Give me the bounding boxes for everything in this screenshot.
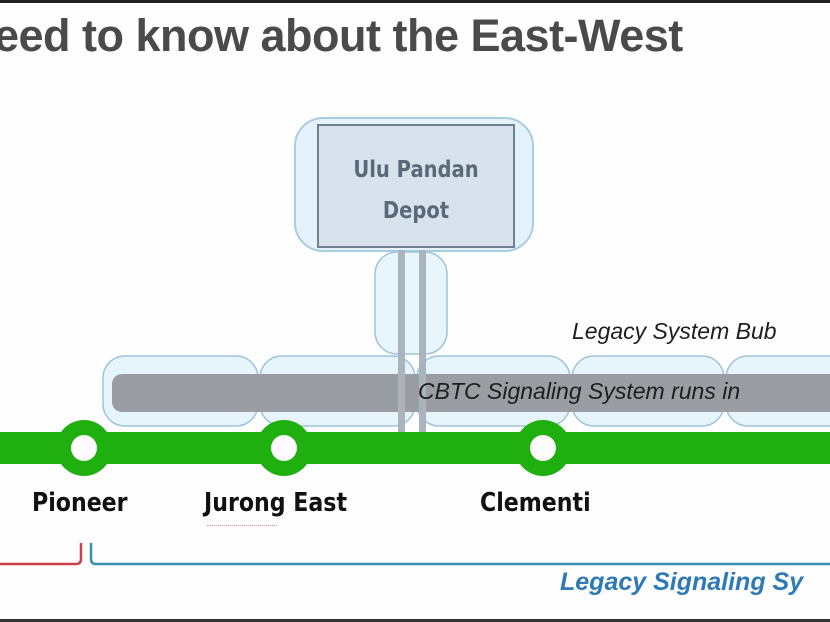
east-west-line (0, 432, 830, 464)
top-border (0, 0, 830, 3)
legacy-system-bubble-label: Legacy System Bub (572, 318, 777, 344)
cbtc-label: CBTC Signaling System runs in (418, 378, 741, 404)
cbtc-bar (112, 374, 830, 412)
page-title: eed to know about the East-West (0, 10, 683, 61)
station-label-pioneer: Pioneer (32, 488, 128, 518)
depot-track-right (419, 250, 426, 436)
depot-connector-bubble (374, 251, 448, 355)
spellcheck-underline (207, 525, 277, 526)
depot-box (317, 124, 515, 248)
station-marker-clementi (515, 420, 571, 476)
legacy-bracket (89, 543, 830, 566)
cbtc-bracket (0, 543, 83, 566)
station-label-clementi: Clementi (480, 488, 591, 518)
depot-track-left (398, 250, 405, 436)
legacy-signaling-label: Legacy Signaling Sy (560, 568, 804, 596)
station-label-jurong-east: Jurong East (204, 488, 348, 518)
station-marker-jurong-east (256, 420, 312, 476)
station-marker-pioneer (56, 420, 112, 476)
bottom-border (0, 619, 830, 622)
